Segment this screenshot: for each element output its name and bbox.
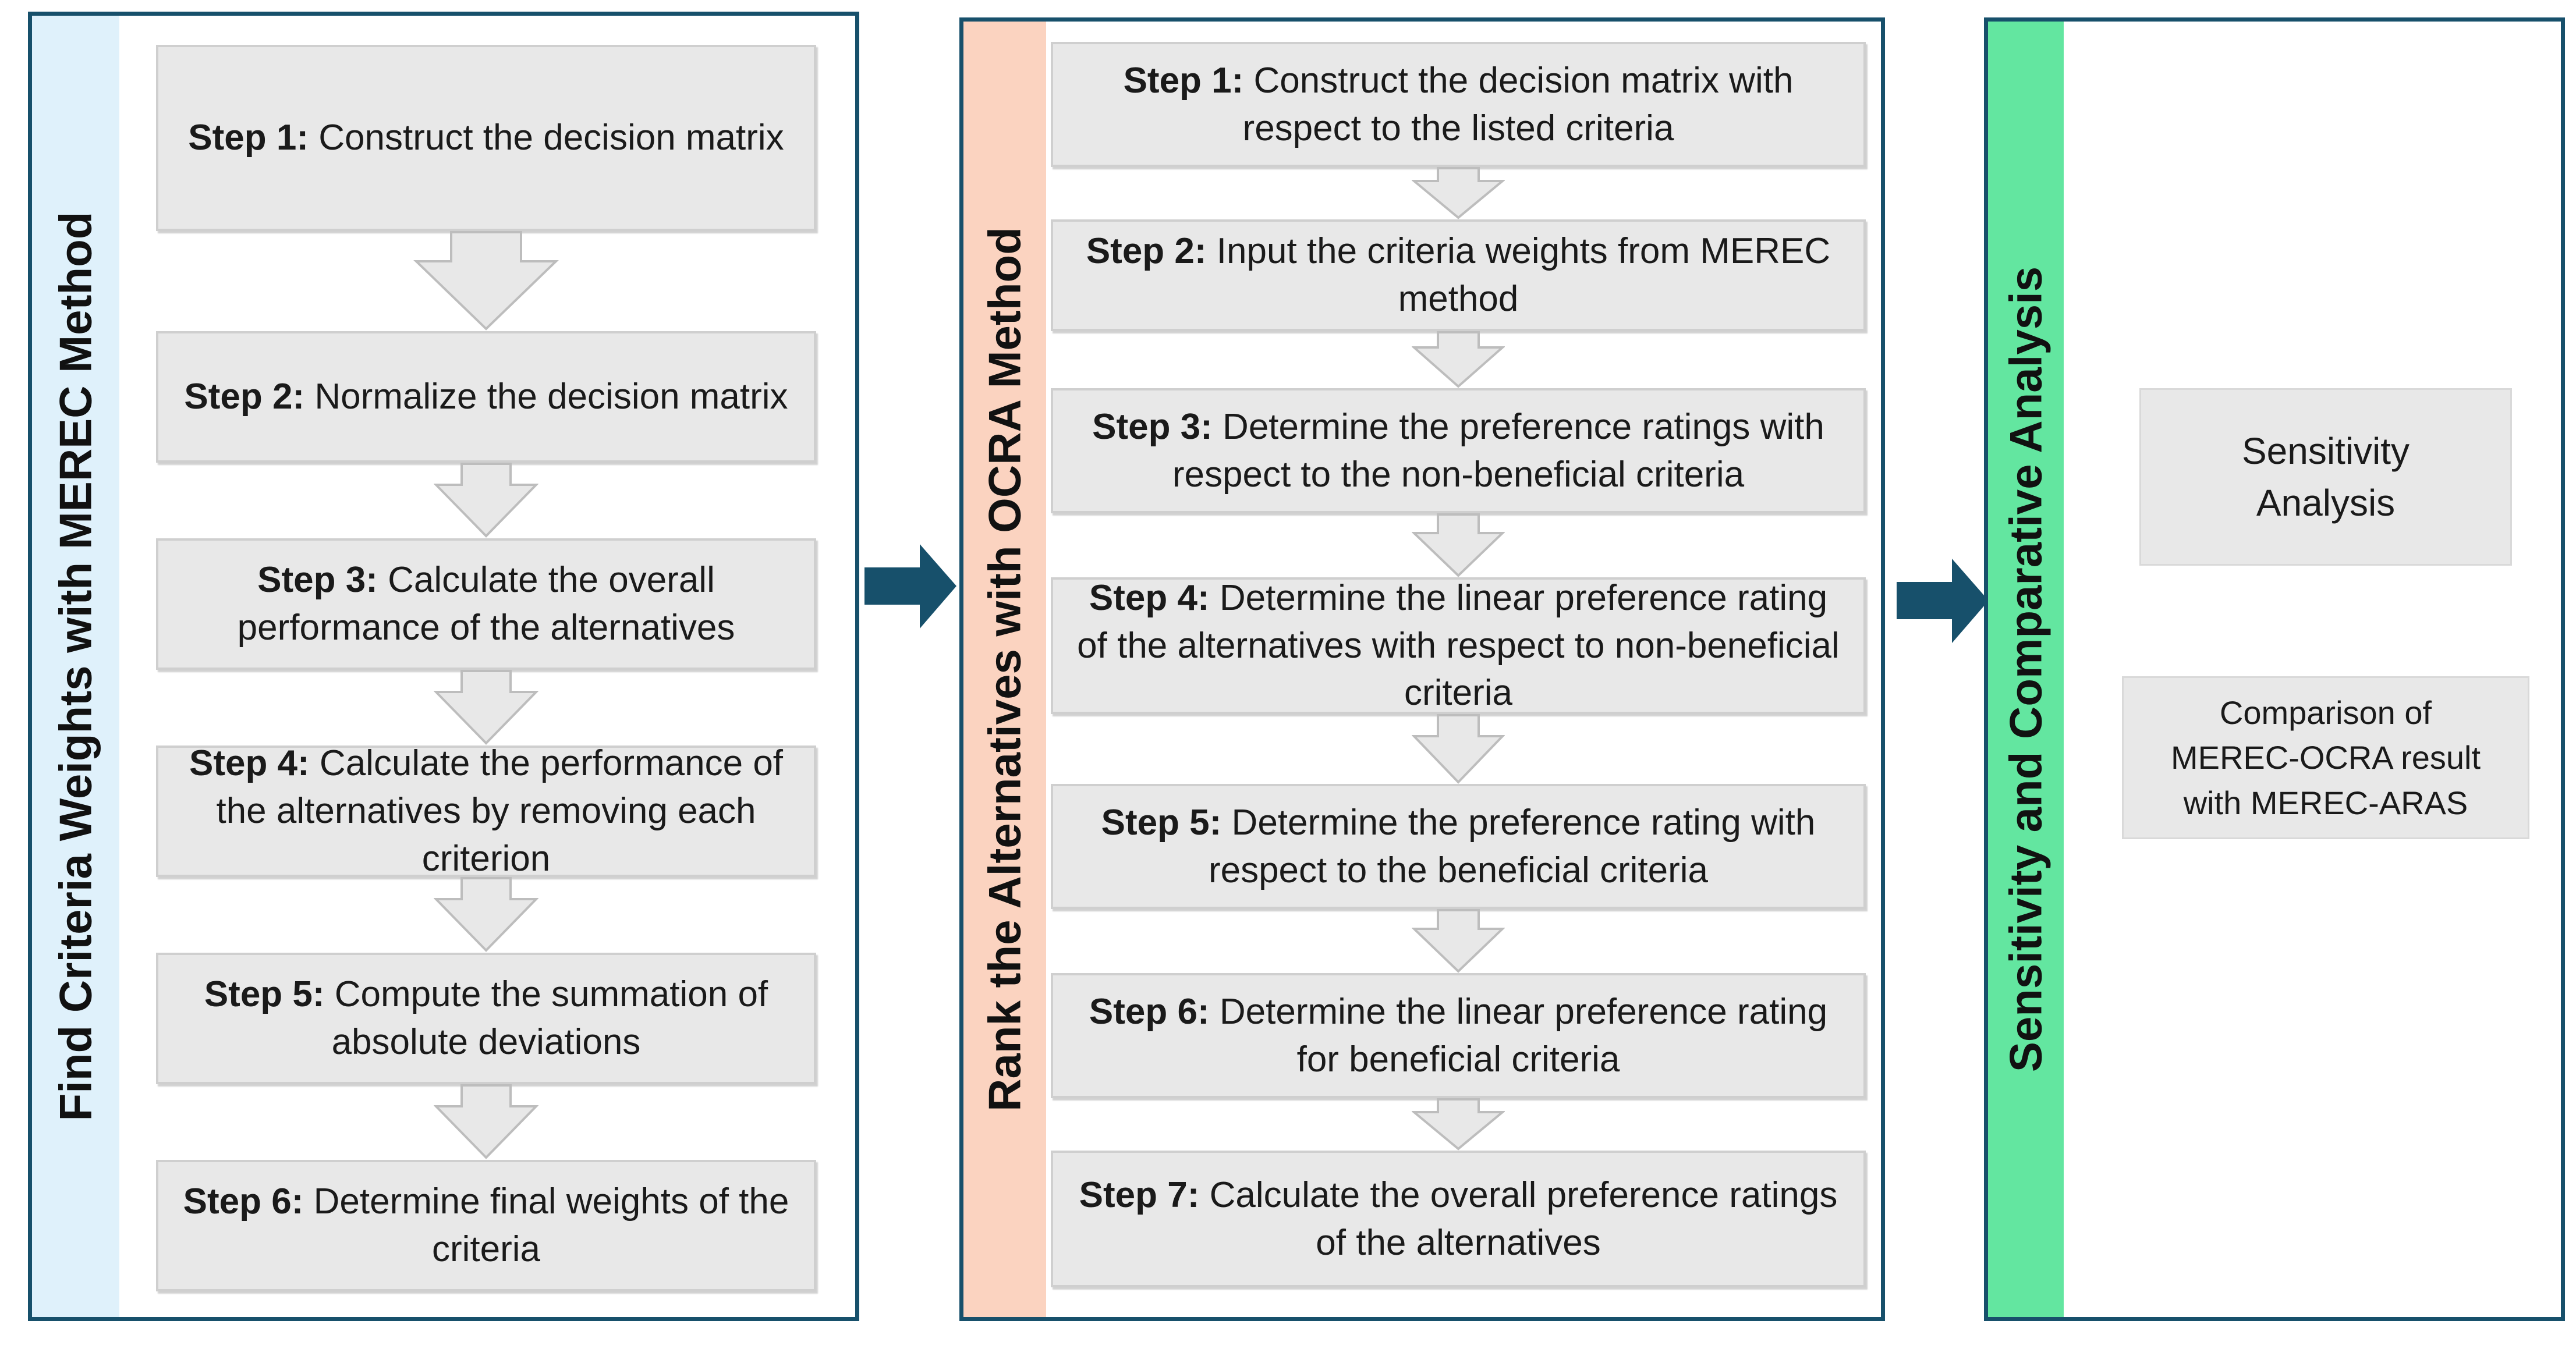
ocra-arrow-6 [1412,1098,1505,1151]
merec-arrow-2 [434,463,538,538]
flow-arrow-merec-to-ocra [864,544,956,629]
merec-step-5-label: Step 5: [204,974,325,1015]
merec-step-5-text: Compute the summation of absolute deviat… [331,974,768,1062]
ocra-step-6: Step 6: Determine the linear preference … [1051,973,1866,1098]
ocra-arrow-4 [1412,714,1505,784]
analysis-title-strip: Sensitivity and Comparative Analysis [1988,22,2064,1317]
ocra-arrow-3 [1412,513,1505,577]
merec-arrow-1 [413,231,559,331]
ocra-step-1-label: Step 1: [1123,60,1244,101]
ocra-step-7-text: Calculate the overall preference ratings… [1209,1174,1838,1263]
ocra-arrow-2 [1412,331,1505,388]
merec-step-2-label: Step 2: [184,377,305,417]
ocra-step-7-label: Step 7: [1079,1174,1200,1215]
merec-panel: Find Criteria Weights with MEREC Method … [28,12,859,1321]
ocra-panel: Rank the Alternatives with OCRA Method S… [959,17,1885,1321]
merec-step-2-text: Normalize the decision matrix [314,377,788,417]
ocra-step-2-label: Step 2: [1086,231,1207,272]
merec-step-1-label: Step 1: [188,118,309,158]
merec-step-6: Step 6: Determine final weights of the c… [156,1160,816,1291]
merec-step-4-label: Step 4: [189,743,310,784]
merec-step-4-text: Calculate the performance of the alterna… [216,743,784,879]
ocra-step-4-label: Step 4: [1089,577,1210,618]
ocra-step-6-label: Step 6: [1089,991,1210,1032]
flow-arrow-ocra-to-analysis [1897,559,1989,643]
merec-step-1-text: Construct the decision matrix [318,118,784,158]
merec-panel-title: Find Criteria Weights with MEREC Method [49,211,101,1121]
merec-step-5: Step 5: Compute the summation of absolut… [156,953,816,1084]
sensitivity-analysis-box: Sensitivity Analysis [2139,388,2512,566]
merec-arrow-5 [434,1084,538,1159]
ocra-step-4: Step 4: Determine the linear preference … [1051,577,1866,714]
comparison-box: Comparison of MEREC-OCRA result with MER… [2122,676,2529,839]
ocra-arrow-1 [1412,167,1505,219]
merec-arrow-3 [434,670,538,745]
merec-step-3-label: Step 3: [257,560,378,601]
merec-arrow-4 [434,877,538,952]
ocra-step-6-text: Determine the linear preference rating f… [1219,991,1828,1080]
ocra-step-3: Step 3: Determine the preference ratings… [1051,388,1866,513]
merec-step-4: Step 4: Calculate the performance of the… [156,743,816,879]
ocra-panel-title: Rank the Alternatives with OCRA Method [979,227,1030,1112]
ocra-title-strip: Rank the Alternatives with OCRA Method [963,22,1046,1317]
merec-step-3: Step 3: Calculate the overall performanc… [156,538,816,670]
sensitivity-analysis-text: Sensitivity Analysis [2241,430,2410,524]
merec-title-strip: Find Criteria Weights with MEREC Method [32,16,119,1317]
ocra-step-2: Step 2: Input the criteria weights from … [1051,219,1866,331]
analysis-panel-title: Sensitivity and Comparative Analysis [2000,266,2051,1073]
ocra-step-4-text: Determine the linear preference rating o… [1077,577,1840,713]
merec-step-6-label: Step 6: [183,1181,304,1222]
ocra-step-1: Step 1: Construct the decision matrix wi… [1051,42,1866,167]
comparison-text: Comparison of MEREC-OCRA result with MER… [2170,694,2481,821]
ocra-step-3-label: Step 3: [1092,406,1213,447]
ocra-step-5: Step 5: Determine the preference rating … [1051,784,1866,909]
ocra-arrow-5 [1412,909,1505,973]
ocra-step-1-text: Construct the decision matrix with respe… [1242,60,1794,148]
merec-step-1: Step 1: Construct the decision matrix [156,45,816,231]
ocra-step-7: Step 7: Calculate the overall preference… [1051,1151,1866,1287]
ocra-step-3-text: Determine the preference ratings with re… [1172,406,1824,495]
ocra-step-5-label: Step 5: [1101,802,1222,843]
merec-step-2: Step 2: Normalize the decision matrix [156,331,816,463]
ocra-step-2-text: Input the criteria weights from MEREC me… [1216,231,1831,319]
analysis-panel: Sensitivity and Comparative Analysis Sen… [1984,17,2565,1321]
merec-step-3-text: Calculate the overall performance of the… [237,560,735,648]
ocra-step-5-text: Determine the preference rating with res… [1208,802,1816,890]
merec-step-6-text: Determine final weights of the criteria [313,1181,789,1269]
